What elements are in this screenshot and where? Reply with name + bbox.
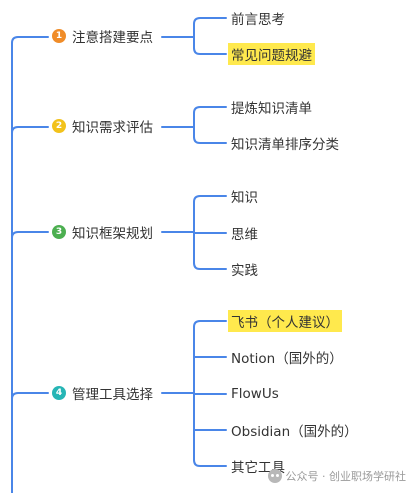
- watermark: 公众号 · 创业职场学研社: [267, 466, 407, 486]
- wechat-icon: [267, 469, 282, 483]
- leaf-node-3-2[interactable]: 思维: [228, 222, 261, 244]
- leaf-label: 前言思考: [231, 12, 285, 28]
- leaf-label: 实践: [231, 263, 258, 279]
- leaf-connector-1-1: [193, 17, 227, 25]
- branch-connector-4: [11, 392, 49, 400]
- branch-label-4: 管理工具选择: [72, 387, 153, 403]
- branch-node-4[interactable]: 4 管理工具选择: [52, 381, 153, 405]
- leaf-connector-2-2: [193, 136, 227, 144]
- branch-label-1: 注意搭建要点: [72, 30, 153, 46]
- leaf-connector-2-1: [193, 106, 227, 114]
- branch-node-1[interactable]: 1 注意搭建要点: [52, 24, 153, 48]
- branch-label-2: 知识需求评估: [72, 120, 153, 136]
- leaf-node-3-1[interactable]: 知识: [228, 185, 261, 207]
- leaf-node-4-4[interactable]: Obsidian（国外的）: [228, 419, 361, 441]
- number-badge-1: 1: [52, 29, 66, 43]
- leaf-node-3-3[interactable]: 实践: [228, 258, 261, 280]
- leaf-label: 思维: [231, 227, 258, 243]
- number-badge-3: 3: [52, 225, 66, 239]
- leaf-node-1-1[interactable]: 前言思考: [228, 7, 288, 29]
- number-badge-4: 4: [52, 386, 66, 400]
- watermark-text: 公众号 · 创业职场学研社: [285, 470, 407, 483]
- branch-connector-1: [11, 36, 49, 44]
- leaf-node-2-2[interactable]: 知识清单排序分类: [228, 132, 342, 154]
- leaf-label: 常见问题规避: [231, 48, 312, 64]
- branch-connector-2: [11, 126, 49, 134]
- leaf-label: 知识清单排序分类: [231, 137, 339, 153]
- branch-node-2[interactable]: 2 知识需求评估: [52, 114, 153, 138]
- leaf-connector-3-3: [193, 262, 227, 270]
- leaf-node-4-2[interactable]: Notion（国外的）: [228, 346, 346, 368]
- branch-node-3[interactable]: 3 知识框架规划: [52, 220, 153, 244]
- leaf-node-4-1[interactable]: 飞书（个人建议）: [228, 310, 342, 332]
- number-badge-2: 2: [52, 119, 66, 133]
- leaf-node-1-2[interactable]: 常见问题规避: [228, 43, 315, 65]
- leaf-connector-1-2: [193, 47, 227, 55]
- leaf-connector-4-5: [193, 459, 227, 467]
- leaf-label: 飞书（个人建议）: [231, 315, 339, 331]
- leaf-node-4-3[interactable]: FlowUs: [228, 383, 282, 405]
- leaf-node-2-1[interactable]: 提炼知识清单: [228, 96, 315, 118]
- leaf-label: Obsidian（国外的）: [231, 424, 358, 440]
- branch-label-3: 知识框架规划: [72, 226, 153, 242]
- leaf-label: Notion（国外的）: [231, 351, 343, 367]
- leaf-label: FlowUs: [231, 386, 279, 402]
- leaf-label: 提炼知识清单: [231, 101, 312, 117]
- leaf-connector-4-1: [193, 320, 227, 328]
- leaf-label: 知识: [231, 190, 258, 206]
- branch-connector-3: [11, 231, 49, 239]
- leaf-connector-3-1: [193, 195, 227, 203]
